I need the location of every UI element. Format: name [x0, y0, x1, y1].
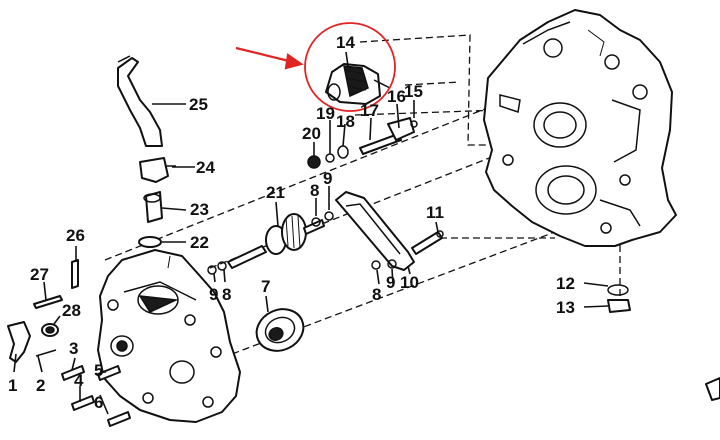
right-crankcase [483, 9, 677, 247]
callout-15: 15 [404, 82, 423, 101]
callout-22: 22 [190, 233, 209, 252]
callout-17: 17 [360, 101, 379, 120]
callout-19: 19 [316, 104, 335, 123]
highlight-arrow [235, 46, 304, 70]
callout-9-b: 9 [209, 285, 218, 304]
callout-12: 12 [556, 274, 575, 293]
callout-3: 3 [69, 339, 78, 358]
callout-9-c: 9 [386, 273, 395, 292]
shifter-shaft-group [307, 117, 418, 169]
callout-27: 27 [30, 265, 49, 284]
callout-5: 5 [94, 361, 103, 380]
callout-8-a: 8 [310, 181, 319, 200]
callout-16: 16 [387, 87, 406, 106]
shaft-washers [207, 211, 334, 275]
breather-hose-assembly [117, 55, 176, 248]
callout-24: 24 [196, 158, 215, 177]
callout-1: 1 [8, 376, 17, 395]
callout-labels: 1 2 3 4 5 6 7 8 9 9 8 8 9 10 11 12 13 14… [8, 33, 575, 412]
side-cover [97, 249, 241, 423]
highlight-circle [304, 22, 396, 112]
callout-10: 10 [400, 273, 419, 292]
callout-28: 28 [62, 301, 81, 320]
callout-4: 4 [74, 371, 84, 390]
callout-13: 13 [556, 298, 575, 317]
kickstart-gear-shaft [227, 213, 325, 269]
callout-14: 14 [336, 33, 355, 52]
callout-2: 2 [36, 376, 45, 395]
bearing-seal [255, 308, 305, 352]
callout-23: 23 [190, 200, 209, 219]
corner-fragment [705, 377, 720, 401]
link-plate [335, 191, 415, 271]
leader-lines [13, 51, 609, 415]
callout-7: 7 [261, 277, 270, 296]
callout-8-b: 8 [222, 285, 231, 304]
callout-11: 11 [426, 203, 444, 222]
washer-and-nut [607, 284, 631, 313]
callout-26: 26 [66, 226, 85, 245]
callout-6: 6 [94, 393, 103, 412]
left-fasteners [7, 259, 131, 427]
callout-18: 18 [336, 112, 355, 131]
callout-9-a: 9 [323, 169, 332, 188]
callout-25: 25 [189, 95, 208, 114]
callout-21: 21 [266, 183, 285, 202]
pivot-pin [411, 230, 444, 255]
callout-8-c: 8 [372, 285, 381, 304]
starter-drive-gear [325, 63, 391, 105]
callout-20: 20 [302, 124, 321, 143]
